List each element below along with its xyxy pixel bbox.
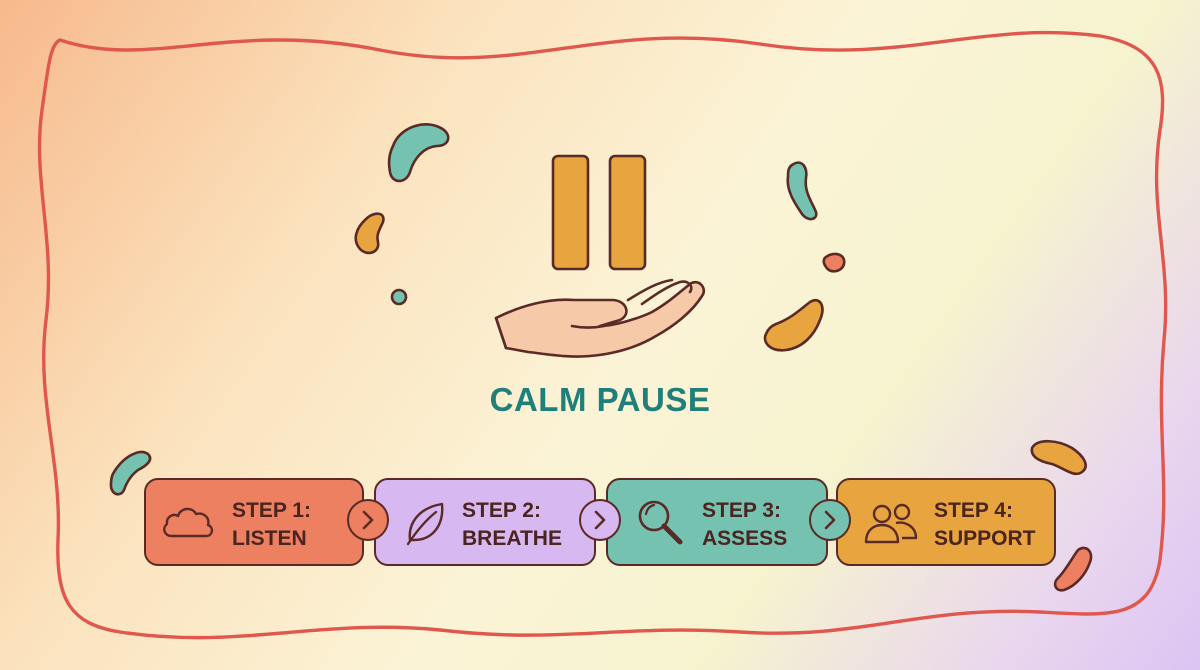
step-1-label-bottom: LISTEN — [232, 527, 307, 550]
amber-blob-bottom-right — [1030, 439, 1087, 476]
teal-blob-top-left — [387, 123, 450, 183]
step-3-label-bottom: ASSESS — [702, 527, 788, 550]
step-2-to-3-connector — [579, 499, 621, 541]
amber-blob-left — [354, 212, 385, 255]
step-3-to-4-connector — [809, 499, 851, 541]
step-1-to-2-connector — [347, 499, 389, 541]
chevron-right-icon — [824, 510, 836, 530]
amber-blob-right — [763, 299, 824, 352]
step-2-label-top: STEP 2: — [462, 499, 541, 522]
step-1-label-top: STEP 1: — [232, 499, 311, 522]
wavy-frame — [37, 30, 1168, 640]
teal-blob-top-right — [786, 161, 818, 221]
open-hand-icon — [494, 278, 706, 358]
chevron-right-icon — [594, 510, 606, 530]
page-title: CALM PAUSE — [489, 381, 711, 418]
magnifier-icon — [638, 500, 683, 545]
teal-blob-bottom-left — [109, 450, 152, 496]
step-4-label-top: STEP 4: — [934, 499, 1013, 522]
step-1-card: STEP 1: LISTEN — [144, 478, 364, 566]
people-icon — [864, 503, 918, 544]
teal-dot-left — [390, 288, 408, 306]
step-3-label-top: STEP 3: — [702, 499, 781, 522]
step-3-card: STEP 3: ASSESS — [606, 478, 828, 566]
cloud-icon — [163, 507, 214, 538]
step-4-card: STEP 4: SUPPORT — [836, 478, 1056, 566]
leaf-icon — [406, 502, 444, 546]
step-4-label-bottom: SUPPORT — [934, 527, 1036, 550]
step-2-card: STEP 2: BREATHE — [374, 478, 596, 566]
coral-blob-bottom-right — [1053, 546, 1093, 592]
chevron-right-icon — [362, 510, 374, 530]
pause-icon — [551, 154, 647, 271]
step-2-label-bottom: BREATHE — [462, 527, 562, 550]
coral-dot-right — [822, 252, 846, 273]
